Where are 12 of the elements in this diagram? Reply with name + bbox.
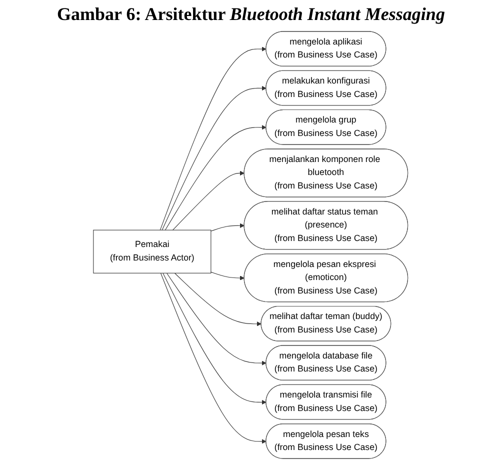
arrow <box>165 125 267 230</box>
arrow <box>166 272 267 366</box>
node-box: Pemakai (from Business Actor) <box>94 230 212 274</box>
arrow <box>160 46 267 230</box>
arrow <box>163 272 267 405</box>
arrow <box>174 272 262 326</box>
arrow <box>211 223 245 232</box>
arrow <box>162 86 267 230</box>
diagram-title: Gambar 6: Arsitektur Bluetooth Instant Messaging <box>56 4 446 25</box>
arrow <box>160 272 267 444</box>
arrow <box>211 272 245 280</box>
arrow <box>172 170 245 230</box>
